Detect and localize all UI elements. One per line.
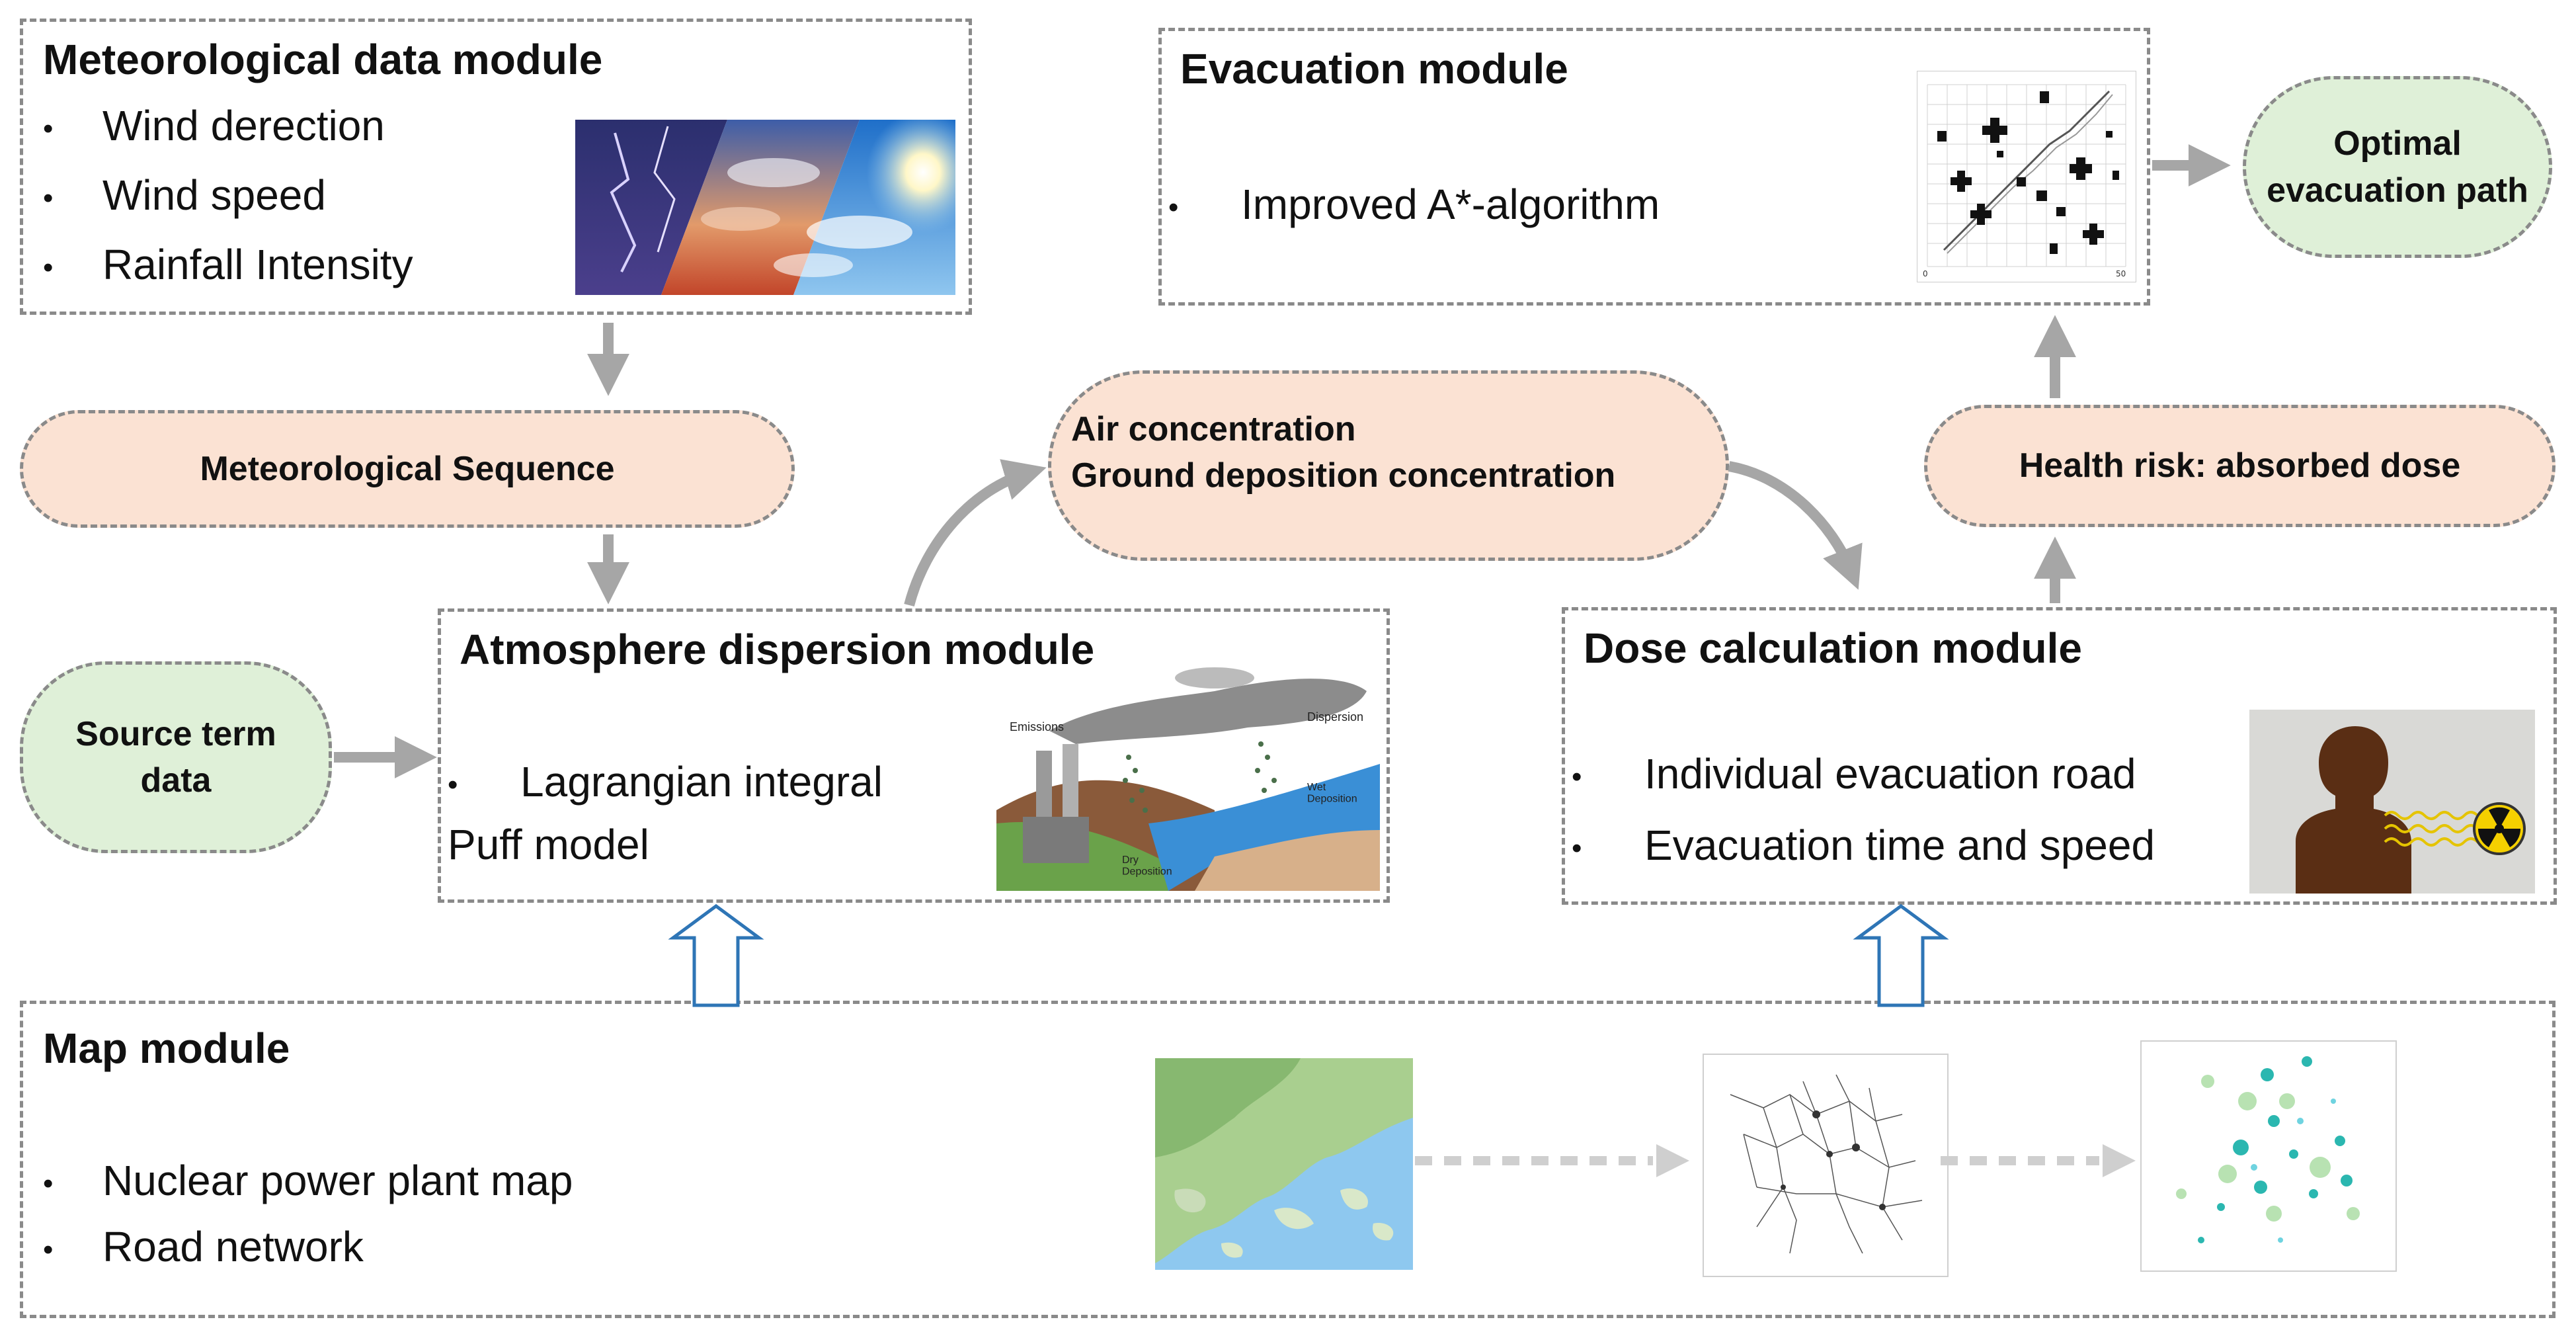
evacuation-module: Evacuation module •Improved A*-algorithm xyxy=(1158,28,2150,306)
meteorological-sequence: Meteorological Sequence xyxy=(20,410,795,528)
dashed-arrowhead-2 xyxy=(2103,1144,2136,1177)
meteorological-data-module: Meteorological data module •Wind derecti… xyxy=(20,19,972,315)
road-network-map-image xyxy=(1703,1054,1949,1277)
list-item: •Lagrangian integral xyxy=(448,758,883,806)
dashed-arrowhead-1 xyxy=(1656,1144,1689,1177)
evacuation-module-title: Evacuation module xyxy=(1180,45,1568,93)
dose-calculation-module: Dose calculation module •Individual evac… xyxy=(1562,607,2557,905)
list-item: •Individual evacuation road xyxy=(1572,750,2136,798)
weather-image xyxy=(575,120,955,295)
list-item: •Wind derection xyxy=(43,102,385,149)
atmosphere-module-title: Atmosphere dispersion module xyxy=(460,626,1095,673)
atmosphere-dispersion-module: Atmosphere dispersion module •Lagrangian… xyxy=(438,608,1390,903)
coastal-map-image xyxy=(1155,1058,1413,1270)
emissions-label: Emissions xyxy=(1010,720,1064,733)
blue-arrow-map-to-dose xyxy=(1853,903,1949,1007)
health-risk-pill: Health risk: absorbed dose xyxy=(1924,405,2556,527)
human-radiation-image xyxy=(2249,710,2535,894)
air-concentration-pill: Air concentration Ground deposition conc… xyxy=(1048,370,1729,561)
list-item: Puff model xyxy=(448,821,649,868)
optimal-evacuation-path: Optimal evacuation path xyxy=(2243,76,2552,258)
dose-map-image xyxy=(2140,1040,2397,1272)
list-item: •Road network xyxy=(43,1223,364,1270)
list-item: •Wind speed xyxy=(43,171,326,219)
arrow-atmosphere-to-air xyxy=(904,459,1047,607)
astar-grid-image: 0 50 xyxy=(1917,71,2136,282)
svg-text:0: 0 xyxy=(1923,269,1928,278)
arrow-air-to-dose xyxy=(1728,461,1863,590)
svg-text:50: 50 xyxy=(2116,269,2126,278)
map-module-title: Map module xyxy=(43,1024,290,1072)
list-item: •Nuclear power plant map xyxy=(43,1157,573,1204)
blue-arrow-map-to-atmosphere xyxy=(668,903,764,1007)
source-term-data: Source term data xyxy=(20,661,332,853)
list-item: •Evacuation time and speed xyxy=(1572,821,2155,869)
list-item: •Rainfall Intensity xyxy=(43,241,413,288)
dispersion-label: Dispersion xyxy=(1307,710,1363,724)
dose-module-title: Dose calculation module xyxy=(1584,624,2082,672)
meteorological-module-title: Meteorological data module xyxy=(43,36,603,83)
list-item: •Improved A*-algorithm xyxy=(1168,181,1660,228)
